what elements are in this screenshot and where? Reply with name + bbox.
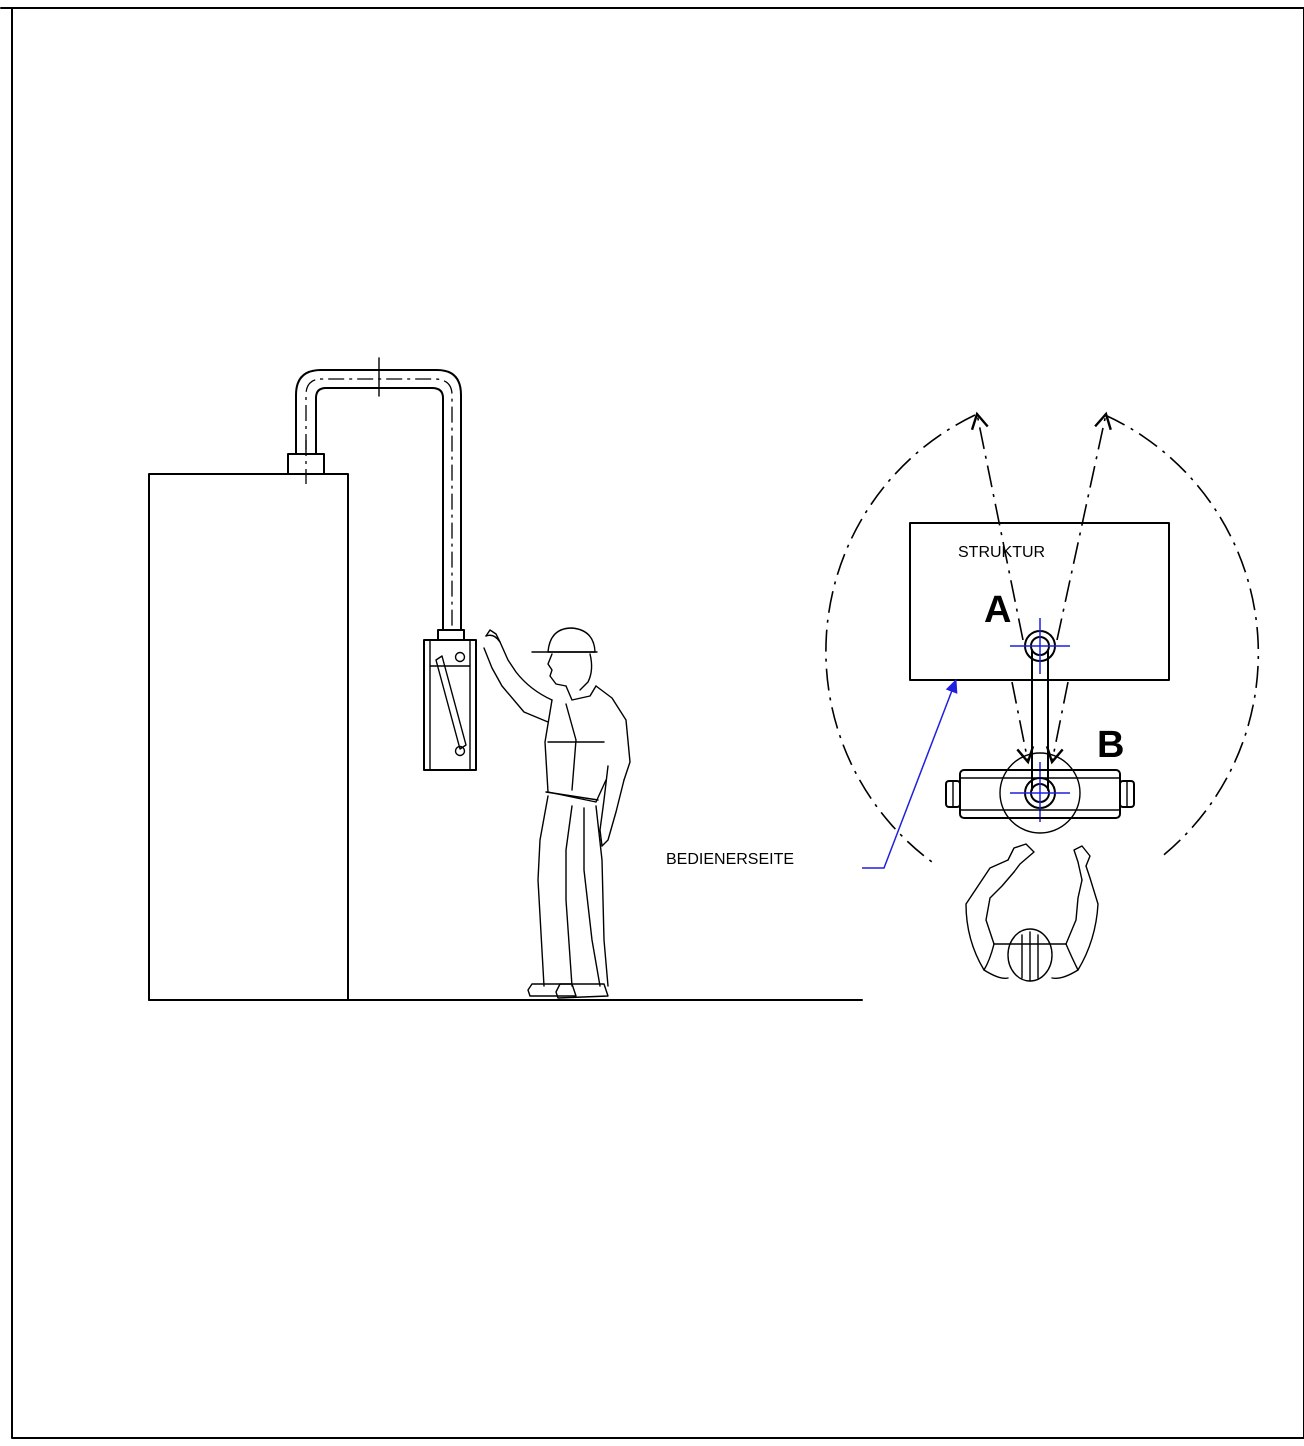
structure-label: STRUKTUR: [958, 544, 1045, 561]
operator-side-annotation: BEDIENERSEITE: [666, 678, 958, 869]
swing-range-arc-left: [825, 414, 976, 863]
pivot-a: [1010, 618, 1070, 674]
operator-side-label: BEDIENERSEITE: [666, 851, 794, 868]
structure-outline: [909, 522, 1170, 681]
swing-range-arc-right: [1104, 414, 1260, 859]
drawing-frame: [0, 7, 1304, 1439]
boom-arm: [295, 357, 462, 631]
top-view: STRUKTUR A B: [825, 411, 1260, 982]
side-view: [148, 357, 863, 1001]
pivot-b-label: B: [1097, 724, 1124, 766]
machine-cabinet: [148, 473, 349, 1001]
control-box-side: [423, 629, 477, 771]
operator-side-figure: [483, 627, 631, 999]
pivot-b: [999, 752, 1081, 834]
control-box-top: [945, 769, 1135, 819]
top-arm: [1031, 649, 1049, 791]
operator-top-figure: [965, 843, 1099, 982]
pivot-a-label: A: [984, 589, 1011, 631]
